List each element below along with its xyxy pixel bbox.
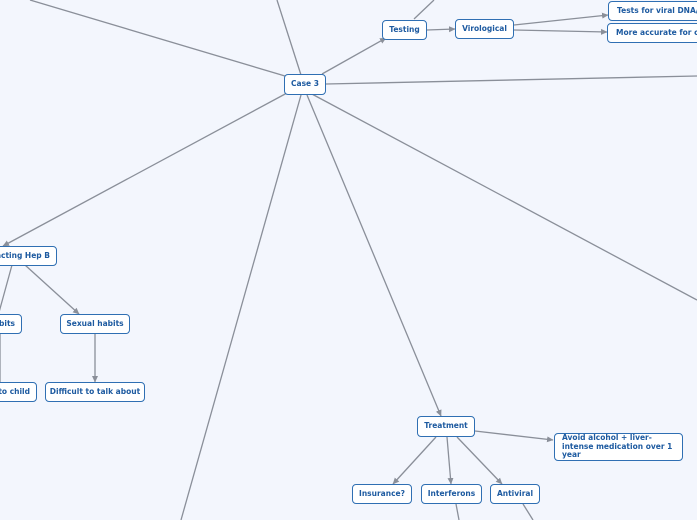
edge-treatment-antiviral [456,436,503,485]
edge-root-offscreen-top [276,0,302,76]
edge-root-treatment [306,94,442,417]
edge-root-offscreen-right [325,75,697,85]
node-difficult-to-talk[interactable]: Difficult to talk about [45,382,145,402]
node-to-child[interactable]: to child [0,382,37,402]
edge-root-offscreen-bottom [180,94,302,520]
node-avoid-alcohol[interactable]: Avoid alcohol + liver-intense medication… [554,433,683,461]
edge-root-contracting [2,92,288,247]
node-insurance[interactable]: Insurance? [352,484,412,504]
edge-contracting-sexual [24,264,80,315]
edge-interferons-offscreen [455,503,460,520]
edge-treatment-interferons [446,436,454,485]
edge-contracting-habits [0,264,13,312]
edge-root-offscreen-topleft [29,0,286,77]
edge-root-offscreen-lowerright [309,92,697,301]
root-node-case-3[interactable]: Case 3 [284,74,326,95]
node-testing[interactable]: Testing [382,20,427,40]
edge-antiviral-offscreen [522,503,534,520]
edge-testing-offscreen [413,0,435,20]
node-more-accurate[interactable]: More accurate for ch [607,23,697,43]
node-antiviral[interactable]: Antiviral [490,484,540,504]
node-treatment[interactable]: Treatment [417,416,475,437]
node-tests-viral-dna[interactable]: Tests for viral DNA/ [608,1,697,21]
edge-root-testing [321,37,387,75]
edge-treatment-insurance [392,436,437,485]
node-virological[interactable]: Virological [455,19,514,39]
node-contracting-hep-b[interactable]: acting Hep B [0,246,57,266]
edge-treatment-avoid [474,430,554,443]
edge-testing-virological [426,26,456,33]
node-habits[interactable]: bits [0,314,22,334]
node-interferons[interactable]: Interferons [421,484,482,504]
node-sexual-habits[interactable]: Sexual habits [60,314,130,334]
edge-virological-accurate [513,28,608,35]
edge-virological-tests [513,12,609,26]
